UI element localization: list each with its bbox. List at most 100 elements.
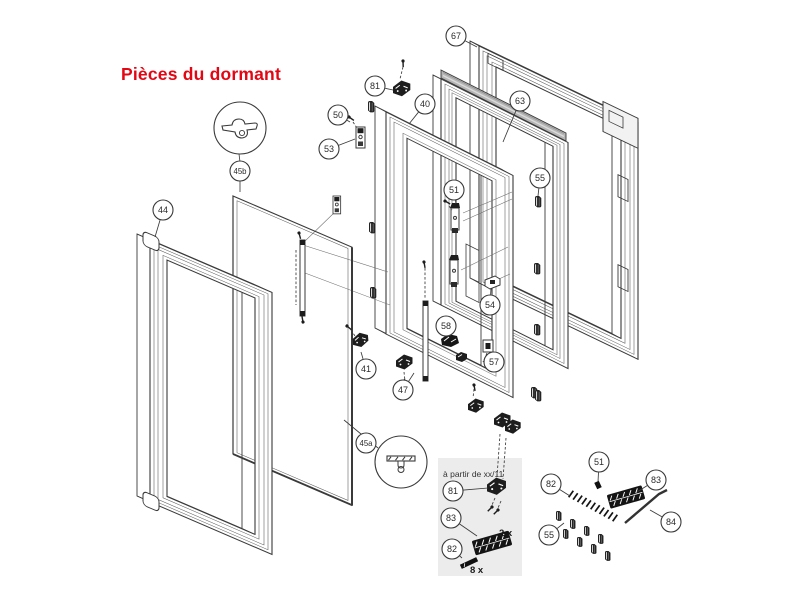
corner-bracket bbox=[505, 419, 521, 434]
lock-rod bbox=[299, 239, 306, 317]
callout-50: 50 bbox=[327, 104, 351, 126]
glazing-clip bbox=[570, 519, 576, 529]
pivot-part-58 bbox=[441, 334, 459, 347]
page-title: Pièces du dormant bbox=[121, 64, 281, 84]
callout-layer: 44 45b 45a 50 53 81 40 63 67 55 51 54 58 57 41 47 81 83 82… bbox=[152, 25, 682, 560]
callout-81-top: 81 bbox=[364, 75, 394, 97]
diagram-linework bbox=[136, 40, 668, 576]
callout-63: 63 bbox=[502, 90, 531, 143]
callout-51-right: 51 bbox=[588, 451, 610, 483]
svg-text:51: 51 bbox=[594, 457, 604, 467]
glazing-clip bbox=[534, 263, 541, 275]
latch-part bbox=[450, 203, 460, 233]
callout-83-right: 83 bbox=[636, 469, 667, 493]
vent-plate bbox=[607, 485, 645, 509]
svg-text:53: 53 bbox=[324, 144, 334, 154]
glazing-clip bbox=[535, 390, 542, 402]
callout-54: 54 bbox=[479, 287, 501, 316]
callout-82-box: 82 bbox=[441, 538, 463, 560]
svg-text:44: 44 bbox=[158, 205, 168, 215]
hook-profile-icon bbox=[221, 118, 258, 139]
callout-41: 41 bbox=[355, 351, 377, 380]
callout-53: 53 bbox=[318, 138, 356, 160]
screw bbox=[401, 59, 405, 68]
callout-81-box: 81 bbox=[442, 480, 489, 502]
glazing-clip bbox=[370, 287, 377, 299]
corner-bracket bbox=[494, 412, 511, 428]
hardware-layer bbox=[295, 59, 668, 576]
svg-text:83: 83 bbox=[651, 475, 661, 485]
screw bbox=[301, 315, 305, 324]
glazing-clip bbox=[577, 537, 583, 547]
glazing-clip bbox=[368, 101, 375, 113]
hinge-part bbox=[355, 126, 366, 149]
glazing-clip bbox=[605, 551, 611, 561]
callout-67: 67 bbox=[445, 25, 478, 48]
svg-text:84: 84 bbox=[666, 517, 676, 527]
svg-text:55: 55 bbox=[535, 173, 545, 183]
cover-strip-82 bbox=[459, 557, 479, 569]
glazing-clip bbox=[563, 529, 569, 539]
svg-text:41: 41 bbox=[361, 364, 371, 374]
svg-text:81: 81 bbox=[370, 81, 380, 91]
screw bbox=[443, 199, 451, 205]
glazing-clip bbox=[584, 526, 590, 536]
glazing-clip bbox=[598, 534, 604, 544]
callout-83-box: 83 bbox=[440, 507, 478, 537]
callout-57: 57 bbox=[483, 351, 505, 373]
corner-bracket bbox=[468, 398, 484, 413]
svg-text:45a: 45a bbox=[359, 439, 373, 448]
callout-47: 47 bbox=[392, 372, 415, 401]
svg-text:67: 67 bbox=[451, 31, 461, 41]
glazing-clip bbox=[535, 196, 542, 208]
svg-text:51: 51 bbox=[449, 185, 459, 195]
t-profile-icon bbox=[386, 455, 416, 473]
svg-text:40: 40 bbox=[420, 99, 430, 109]
svg-text:82: 82 bbox=[546, 479, 556, 489]
svg-text:58: 58 bbox=[441, 321, 451, 331]
corner-bracket bbox=[393, 80, 411, 97]
gasket-pane-45 bbox=[232, 195, 353, 507]
svg-text:55: 55 bbox=[544, 530, 554, 540]
svg-text:83: 83 bbox=[446, 513, 456, 523]
rod-47 bbox=[422, 300, 429, 382]
screw bbox=[297, 231, 302, 239]
svg-text:57: 57 bbox=[489, 357, 499, 367]
keeper-57 bbox=[482, 339, 494, 353]
svg-text:47: 47 bbox=[398, 385, 408, 395]
screw bbox=[493, 508, 500, 515]
callout-58: 58 bbox=[435, 315, 457, 337]
callout-45b: 45b bbox=[229, 160, 251, 192]
small-part-51 bbox=[594, 480, 602, 490]
qty-plate-label: 2 x bbox=[499, 528, 513, 539]
text-labels: à partir de xx/11 2 x 8 x bbox=[443, 469, 513, 576]
vent-plate bbox=[472, 530, 512, 556]
glazing-clip bbox=[556, 511, 562, 521]
callout-82-right: 82 bbox=[540, 473, 571, 497]
rod-84 bbox=[624, 488, 668, 524]
svg-text:50: 50 bbox=[333, 110, 343, 120]
detail-circle-t-profile bbox=[374, 435, 428, 489]
corner-bracket bbox=[352, 332, 369, 347]
screw bbox=[422, 260, 426, 269]
callout-44: 44 bbox=[152, 199, 174, 238]
svg-text:45b: 45b bbox=[233, 167, 247, 176]
glazing-clip bbox=[369, 222, 376, 234]
hinge-part bbox=[332, 195, 342, 215]
svg-text:82: 82 bbox=[447, 544, 457, 554]
back-frame-63 bbox=[432, 74, 569, 370]
keeper-54 bbox=[484, 275, 501, 290]
callout-55-right: 55 bbox=[538, 522, 565, 546]
note-text: à partir de xx/11 bbox=[443, 469, 504, 479]
svg-text:54: 54 bbox=[485, 300, 495, 310]
svg-text:81: 81 bbox=[448, 486, 458, 496]
detail-circle-gasket-profile bbox=[213, 101, 267, 155]
callout-45a: 45a bbox=[355, 432, 377, 454]
screw bbox=[472, 383, 476, 392]
screw bbox=[487, 505, 494, 512]
qty-strip-label: 8 x bbox=[470, 565, 484, 576]
callout-51-mid: 51 bbox=[443, 179, 465, 205]
screw bbox=[345, 324, 353, 331]
